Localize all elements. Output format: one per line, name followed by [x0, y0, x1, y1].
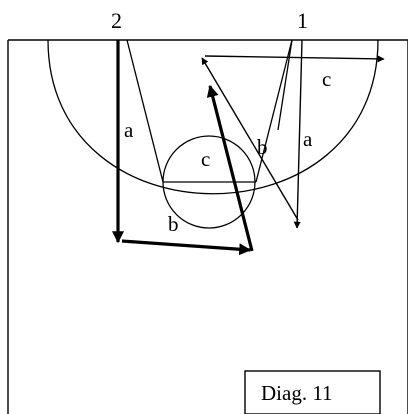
- caption-box: Diag. 11: [244, 370, 381, 414]
- arrow-1-c: [204, 55, 385, 63]
- cut-label-c-top: c: [322, 67, 331, 91]
- cut-label-a-right: a: [303, 127, 313, 151]
- caption-text: Diag. 11: [261, 381, 333, 405]
- arrow-1-a: [293, 39, 303, 229]
- arrow-1-b: [201, 57, 299, 221]
- movement-arrows: [112, 39, 385, 256]
- cut-label-b-right: b: [257, 135, 268, 159]
- arrow-2-c: [206, 84, 254, 252]
- cut-label-a-left: a: [124, 118, 134, 142]
- player-1-label: 1: [297, 8, 308, 33]
- player-2-label: 2: [111, 8, 122, 33]
- cut-label-c-center: c: [201, 147, 210, 171]
- free-throw-circle: [162, 135, 256, 229]
- court-outline: [7, 39, 408, 414]
- cut-line-1: [277, 39, 293, 131]
- three-point-arc: [47, 39, 379, 195]
- arrow-2-b: [121, 239, 252, 256]
- cut-label-b-bottom: b: [168, 212, 179, 236]
